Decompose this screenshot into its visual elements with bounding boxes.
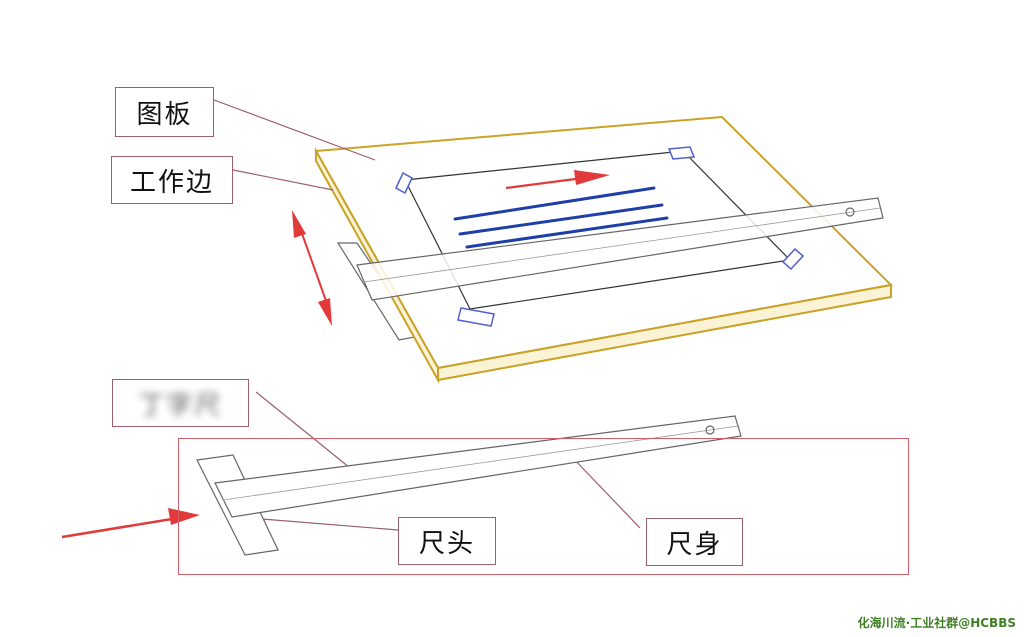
label-t-square-text: 丁字尺: [138, 390, 223, 421]
leader-board: [213, 99, 376, 161]
label-drawing-board: 图板: [115, 87, 214, 137]
label-t-square: 丁字尺: [112, 379, 249, 427]
tsquare-highlight-frame: [178, 438, 909, 575]
draw-direction-arrow: [505, 170, 610, 190]
drawn-line-2: [458, 203, 664, 236]
watermark: 化海川流·工业社群@HCBBS: [857, 616, 1016, 630]
label-ruler-body-text: 尺身: [666, 529, 723, 560]
leader-ruler-body: [569, 454, 641, 529]
drawn-line-3: [465, 216, 669, 249]
label-drawing-board-text: 图板: [136, 99, 193, 130]
ruler-hole: [705, 425, 715, 435]
label-working-edge-text: 工作边: [129, 167, 214, 198]
label-ruler-head-text: 尺头: [418, 528, 475, 559]
board-tsquare-blade: [356, 197, 884, 301]
board-front-edge-face: [437, 283, 892, 382]
leader-ruler-head: [261, 518, 399, 531]
slide-direction-arrow: [292, 210, 332, 326]
leader-lines: [213, 99, 641, 531]
tape-bottom-left: [457, 307, 495, 327]
tape-top-right: [667, 146, 696, 160]
tape-bottom-right: [781, 247, 805, 271]
tape-top-left: [395, 171, 413, 195]
leader-working-edge: [232, 169, 334, 191]
label-ruler-body: 尺身: [646, 518, 743, 566]
drawn-line-1: [453, 186, 656, 221]
leader-tsquare: [255, 391, 361, 477]
label-working-edge: 工作边: [111, 156, 233, 204]
paper-tapes: [395, 146, 805, 327]
ruler-head-arrow: [61, 508, 200, 539]
label-ruler-head: 尺头: [398, 517, 496, 565]
board-tsquare-hole: [845, 207, 855, 217]
drawn-lines: [453, 186, 669, 249]
